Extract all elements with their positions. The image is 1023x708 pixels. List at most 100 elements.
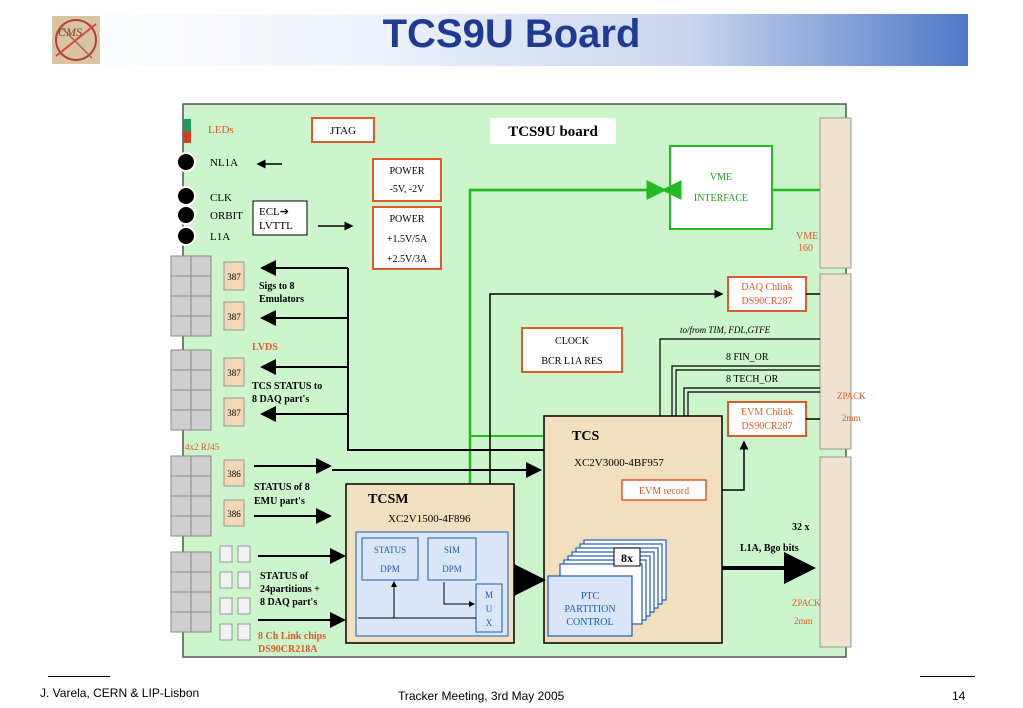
- status-dpm-box: [361, 537, 419, 581]
- cms-logo: CMS: [52, 16, 100, 64]
- status24-line3: 8 DAQ part's: [260, 597, 317, 608]
- footer-meeting: Tracker Meeting, 3rd May 2005: [398, 689, 565, 703]
- jtag-label: JTAG: [330, 125, 356, 137]
- header-bar: [40, 14, 968, 66]
- chip-386-2: [223, 499, 245, 527]
- tcsm-label: TCSM: [368, 492, 408, 507]
- footer-author: J. Varela, CERN & LIP-Lisbon: [40, 686, 200, 700]
- chip-387-2: [223, 301, 245, 331]
- sim-dpm-line1: SIM: [444, 545, 460, 555]
- rj45-grid-1: [170, 255, 212, 337]
- power2-line3: +2.5V/3A: [387, 254, 428, 265]
- status-dpm-line1: STATUS: [374, 545, 406, 555]
- tcs-part: XC2V3000-4BF957: [574, 457, 664, 469]
- chlink-chips: [219, 545, 251, 641]
- clk-label: CLK: [210, 192, 232, 204]
- nl1a-label: NL1A: [210, 157, 238, 169]
- bits-line2: L1A, Bgo bits: [740, 543, 799, 554]
- lvds-label: LVDS: [252, 342, 278, 353]
- clock-line2: BCR L1A RES: [541, 356, 602, 367]
- clk-connector: [176, 186, 196, 206]
- tim-label: to/from TIM, FDL,GTFE: [680, 325, 771, 335]
- tcs-status-line2: 8 DAQ part's: [252, 394, 309, 405]
- ptc-line1: PTC: [581, 591, 600, 602]
- nl1a-connector: [176, 152, 196, 172]
- tech-or-label: 8 TECH_OR: [726, 374, 779, 385]
- daq-line2: DS90CR287: [741, 296, 792, 307]
- logo-text: CMS: [58, 25, 82, 39]
- footer-divider-right: [920, 676, 975, 677]
- evm-chlink-box: [727, 401, 807, 437]
- sim-dpm-line2: DPM: [442, 564, 462, 574]
- mux-box: [475, 583, 503, 633]
- chip-386-1: [223, 459, 245, 487]
- rj45-grid-4: [170, 551, 212, 633]
- daq-chlink-box: [727, 276, 807, 312]
- evm-record-label: EVM record: [639, 486, 689, 497]
- power2-box: [372, 206, 442, 270]
- bits-line1: 32 x: [792, 522, 810, 533]
- zpack-top-line2: 2mm: [842, 413, 861, 423]
- chip-387-3: [223, 357, 245, 387]
- eight-x-box: [613, 547, 641, 567]
- ecl-line1: ECL➔: [259, 206, 289, 218]
- power1-box: [372, 158, 442, 202]
- tcs-label: TCS: [572, 429, 599, 444]
- l1a-label: L1A: [210, 231, 230, 243]
- chip386: 386: [227, 469, 241, 479]
- chip387: 387: [227, 272, 241, 282]
- status24-line2: 24partitions +: [260, 584, 320, 595]
- sigs-line2: Emulators: [259, 294, 304, 305]
- leds-label: LEDs: [208, 124, 234, 136]
- led-green: [183, 119, 191, 131]
- vme-line1: VME: [710, 172, 732, 183]
- mux-m: M: [485, 590, 493, 600]
- chip387: 387: [227, 312, 241, 322]
- eight-x-label: 8x: [621, 551, 633, 565]
- tcsm-part: XC2V1500-4F896: [388, 513, 471, 525]
- clock-box: [521, 327, 623, 373]
- chip-387-1: [223, 261, 245, 291]
- page-number: 14: [952, 689, 966, 703]
- orbit-label: ORBIT: [210, 210, 243, 222]
- clock-line1: CLOCK: [555, 336, 590, 347]
- chlink-line1: 8 Ch Link chips: [258, 631, 326, 642]
- power1-line1: POWER: [390, 166, 425, 177]
- zpack-connector-top: [819, 273, 852, 450]
- zpack-bottom-line2: 2mm: [794, 616, 813, 626]
- vme160-line2: 160: [798, 243, 813, 254]
- vme-connector: [819, 117, 852, 269]
- chip-387-4: [223, 397, 245, 427]
- footer-divider-left: [48, 676, 110, 677]
- power1-line2: -5V, -2V: [390, 184, 426, 195]
- ptc-line2: PARTITION: [564, 604, 615, 615]
- board-label-box: [490, 118, 616, 144]
- evm-line1: EVM Chlink: [741, 407, 793, 418]
- vme160-line1: VME: [796, 231, 818, 242]
- tcs-status-line1: TCS STATUS to: [252, 381, 322, 392]
- vme-interface-box: [669, 145, 773, 230]
- zpack-top-line1: ZPACK: [837, 391, 866, 401]
- status8-line1: STATUS of 8: [254, 482, 310, 493]
- mux-x: X: [486, 618, 493, 628]
- status-dpm-line2: DPM: [380, 564, 400, 574]
- ptc-box: [547, 575, 633, 637]
- daq-line1: DAQ Chlink: [741, 282, 792, 293]
- fin-or-label: 8 FIN_OR: [726, 352, 769, 363]
- evm-line2: DS90CR287: [741, 421, 792, 432]
- vme-line2: INTERFACE: [694, 193, 748, 204]
- zpack-connector-bottom: [819, 456, 852, 648]
- slide-title: TCS9U Board: [382, 12, 641, 56]
- status24-line1: STATUS of: [260, 571, 309, 582]
- chip387: 387: [227, 368, 241, 378]
- orbit-connector: [176, 205, 196, 225]
- zpack-bottom-line1: ZPACK: [792, 598, 821, 608]
- board-label: TCS9U board: [508, 124, 598, 140]
- mux-u: U: [486, 604, 493, 614]
- rj45-grid-2: [170, 349, 212, 431]
- rj45-label: 4x2 RJ45: [185, 442, 220, 452]
- sigs-line1: Sigs to 8: [259, 281, 295, 292]
- led-red: [183, 131, 191, 143]
- status8-line2: EMU part's: [254, 496, 305, 507]
